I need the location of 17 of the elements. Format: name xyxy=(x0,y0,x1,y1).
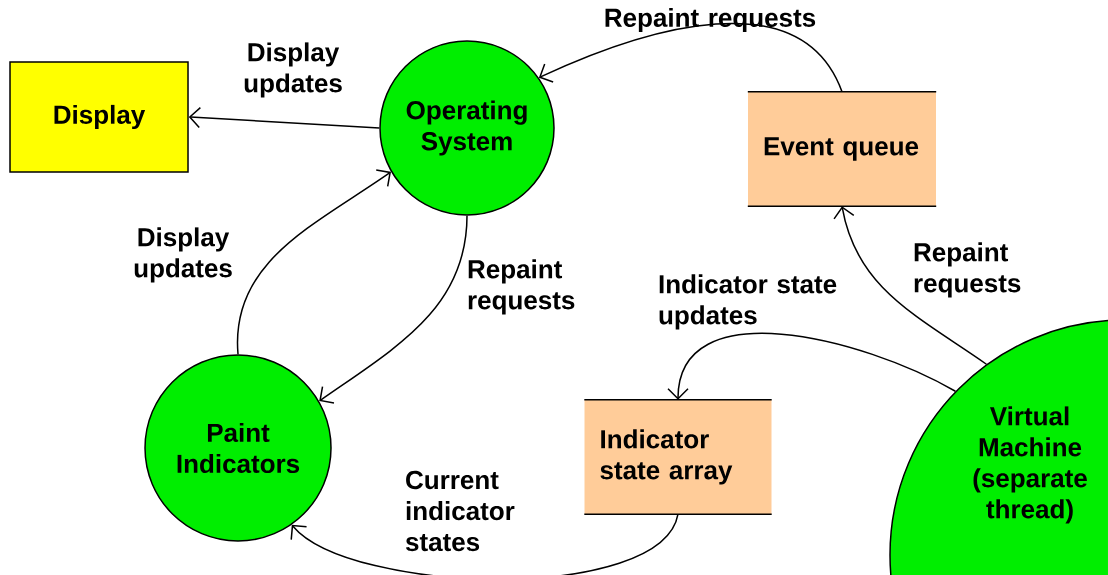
arrow xyxy=(290,513,679,575)
arrow xyxy=(188,106,380,129)
arrow xyxy=(538,23,843,93)
edge-label: Repaint requests xyxy=(605,7,816,33)
data-store: Event queue xyxy=(747,91,937,207)
edge-label: Current indicator states xyxy=(405,470,515,552)
data-store: Indicator state array xyxy=(583,399,773,515)
arrow xyxy=(833,206,988,365)
edge-label: Display updates xyxy=(134,227,232,283)
edge-label: Repaint requests xyxy=(468,259,575,315)
arrow xyxy=(667,332,957,400)
edge-label: Repaint requests xyxy=(914,242,1021,298)
edge-label: Indicator state updates xyxy=(659,274,837,330)
display-box: Display xyxy=(9,61,189,173)
arrow xyxy=(319,215,468,404)
arrow xyxy=(237,169,391,355)
edge-label: Display updates xyxy=(244,42,342,98)
